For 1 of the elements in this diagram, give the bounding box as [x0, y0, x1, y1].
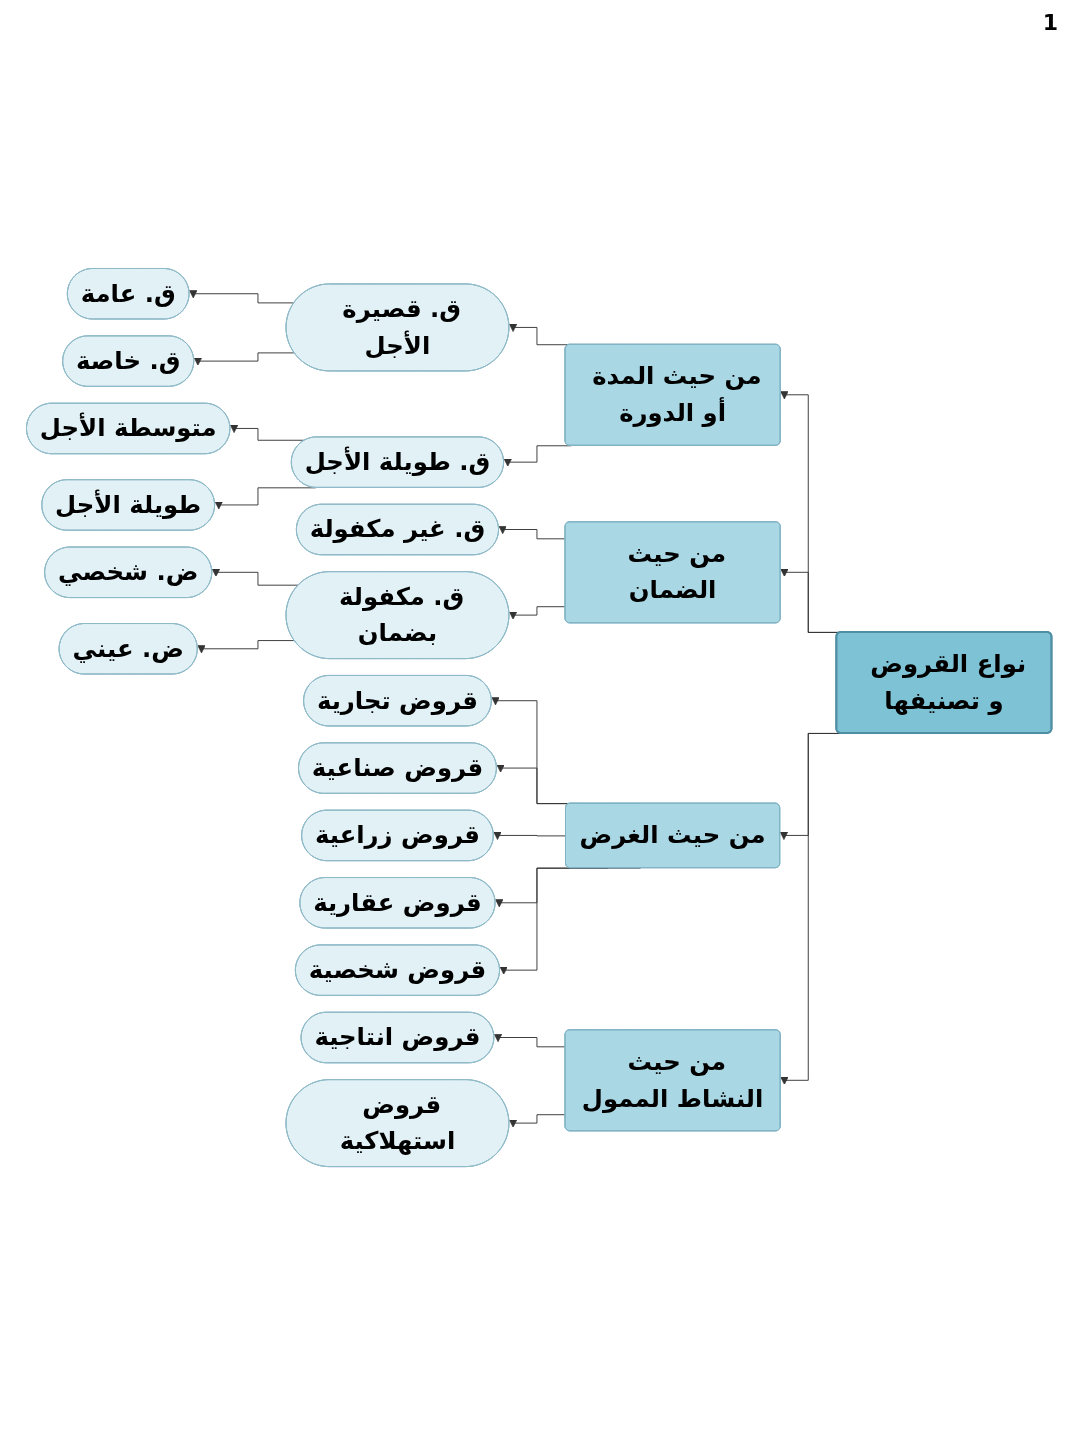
page-number: 1 — [1042, 10, 1058, 35]
